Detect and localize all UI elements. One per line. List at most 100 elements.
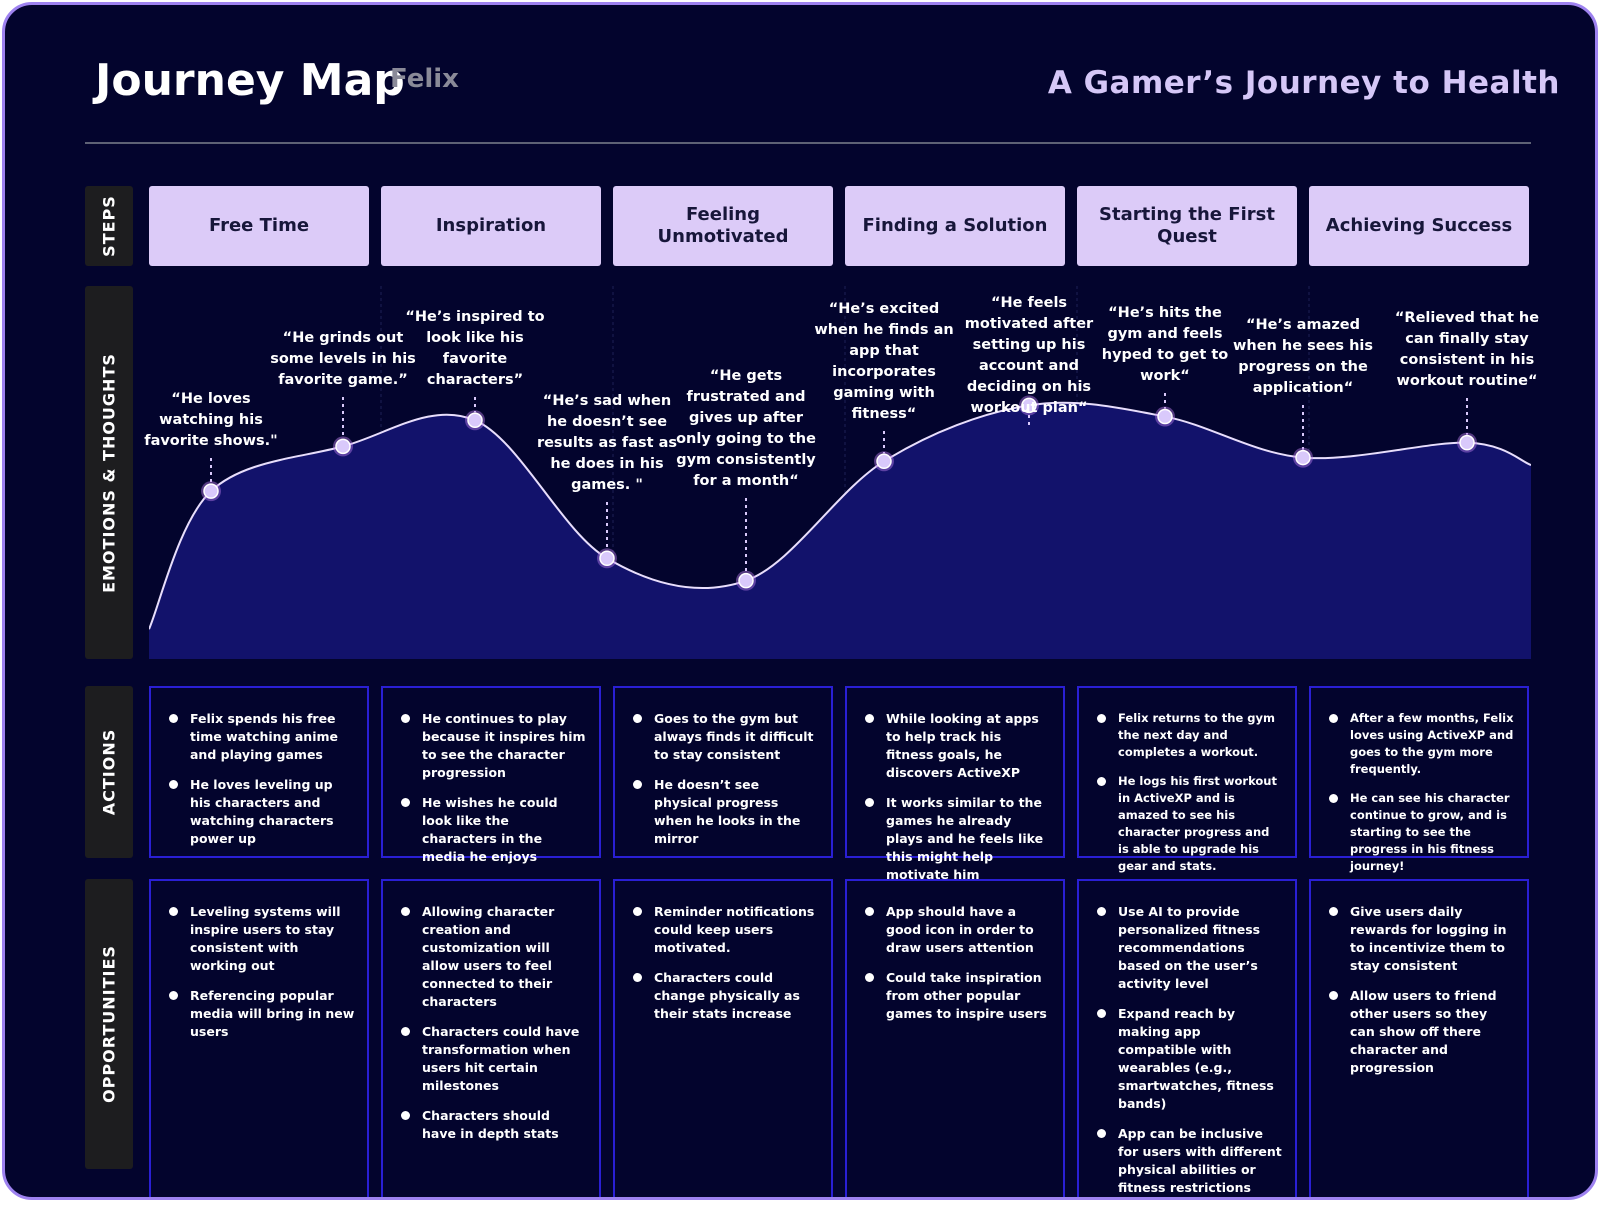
bullet-item: Characters could change physically as th… xyxy=(629,969,819,1023)
bullet-text: Characters could change physically as th… xyxy=(654,970,800,1021)
opportunities-cell-starting-first-quest: Use AI to provide personalized fitness r… xyxy=(1077,879,1297,1197)
bullet-text: Could take inspiration from other popula… xyxy=(886,970,1047,1021)
bullet-item: He continues to play because it inspires… xyxy=(397,710,587,782)
bullet-item: Felix spends his free time watching anim… xyxy=(165,710,355,764)
bullet-text: Goes to the gym but always finds it diff… xyxy=(654,711,814,762)
bullet-text: Allowing character creation and customiz… xyxy=(422,904,555,1009)
step-card-inspiration: Inspiration xyxy=(381,186,601,266)
emotion-quote-9: “He’s amazed when he sees his progress o… xyxy=(1232,317,1374,396)
bullet-text: After a few months, Felix loves using Ac… xyxy=(1350,711,1514,776)
bullet-item: Felix returns to the gym the next day an… xyxy=(1093,710,1283,761)
bullet-item: He loves leveling up his characters and … xyxy=(165,776,355,848)
bullet-text: Allow users to friend other users so the… xyxy=(1350,988,1497,1075)
step-card-feeling-unmotivated: Feeling Unmotivated xyxy=(613,186,833,266)
bullet-item: Characters could have transformation whe… xyxy=(397,1023,587,1095)
bullet-text: Felix spends his free time watching anim… xyxy=(190,711,338,762)
bullet-item: Could take inspiration from other popula… xyxy=(861,969,1051,1023)
opportunities-cell-free-time: Leveling systems will inspire users to s… xyxy=(149,879,369,1197)
bullet-item: App can be inclusive for users with diff… xyxy=(1093,1125,1283,1197)
row-label-steps-text: STEPS xyxy=(99,195,119,257)
emotion-point-4 xyxy=(599,550,615,567)
bullet-item: Give users daily rewards for logging in … xyxy=(1325,903,1515,975)
emotion-point-5 xyxy=(738,572,754,589)
emotion-point-9 xyxy=(1295,449,1311,466)
emotion-area-fill xyxy=(149,402,1531,659)
row-label-opportunities-text: OPPORTUNITIES xyxy=(99,945,119,1103)
bullet-item: After a few months, Felix loves using Ac… xyxy=(1325,710,1515,778)
bullet-text: Characters should have in depth stats xyxy=(422,1108,559,1141)
row-label-emotions-text: EMOTIONS & THOUGHTS xyxy=(99,352,119,593)
actions-cell-achieving-success: After a few months, Felix loves using Ac… xyxy=(1309,686,1529,873)
step-card-free-time: Free Time xyxy=(149,186,369,266)
bullet-text: Referencing popular media will bring in … xyxy=(190,988,355,1039)
bullet-item: Expand reach by making app compatible wi… xyxy=(1093,1005,1283,1113)
emotion-point-10 xyxy=(1459,434,1475,451)
bullet-item: He wishes he could look like the charact… xyxy=(397,794,587,866)
bullet-item: Leveling systems will inspire users to s… xyxy=(165,903,355,975)
actions-cell-finding-a-solution: While looking at apps to help track his … xyxy=(845,686,1065,882)
step-card-starting-first-quest: Starting the First Quest xyxy=(1077,186,1297,266)
bullet-item: Use AI to provide personalized fitness r… xyxy=(1093,903,1283,993)
bullet-text: Use AI to provide personalized fitness r… xyxy=(1118,904,1261,991)
emotion-quote-2: “He grinds out some levels in his favori… xyxy=(270,330,416,388)
row-label-steps: STEPS xyxy=(85,186,133,266)
opportunities-cell-inspiration: Allowing character creation and customiz… xyxy=(381,879,601,1197)
bullet-item: Reminder notifications could keep users … xyxy=(629,903,819,957)
header-divider xyxy=(85,142,1531,144)
emotion-point-8 xyxy=(1157,408,1173,425)
persona-name: Felix xyxy=(390,64,459,94)
bullet-item: While looking at apps to help track his … xyxy=(861,710,1051,782)
emotion-point-1 xyxy=(203,483,219,499)
bullet-text: App should have a good icon in order to … xyxy=(886,904,1034,955)
bullet-item: He logs his first workout in ActiveXP an… xyxy=(1093,773,1283,875)
bullet-text: Give users daily rewards for logging in … xyxy=(1350,904,1507,973)
bullet-text: He continues to play because it inspires… xyxy=(422,711,586,780)
emotion-quote-10: “Relieved that he can finally stay consi… xyxy=(1394,310,1540,389)
bullet-text: It works similar to the games he already… xyxy=(886,795,1044,882)
bullet-item: Allow users to friend other users so the… xyxy=(1325,987,1515,1077)
emotion-point-3 xyxy=(467,412,483,429)
bullet-item: He doesn’t see physical progress when he… xyxy=(629,776,819,848)
row-label-actions-text: ACTIONS xyxy=(99,728,119,816)
step-card-finding-a-solution: Finding a Solution xyxy=(845,186,1065,266)
emotion-quote-3: “He’s inspired to look like his favorite… xyxy=(405,309,545,388)
emotion-point-7 xyxy=(1021,397,1037,414)
step-card-achieving-success: Achieving Success xyxy=(1309,186,1529,266)
bullet-text: Expand reach by making app compatible wi… xyxy=(1118,1006,1274,1111)
emotion-quote-4: “He’s sad when he doesn’t see results as… xyxy=(536,393,678,493)
actions-cell-feeling-unmotivated: Goes to the gym but always finds it diff… xyxy=(613,686,833,858)
opportunities-cell-feeling-unmotivated: Reminder notifications could keep users … xyxy=(613,879,833,1197)
bullet-item: Characters should have in depth stats xyxy=(397,1107,587,1143)
bullet-item: App should have a good icon in order to … xyxy=(861,903,1051,957)
bullet-text: He doesn’t see physical progress when he… xyxy=(654,777,801,846)
row-label-emotions: EMOTIONS & THOUGHTS xyxy=(85,286,133,659)
emotion-point-6 xyxy=(876,453,892,470)
opportunities-cell-achieving-success: Give users daily rewards for logging in … xyxy=(1309,879,1529,1197)
bullet-text: He loves leveling up his characters and … xyxy=(190,777,334,846)
bullet-item: Allowing character creation and customiz… xyxy=(397,903,587,1011)
emotion-curve-svg xyxy=(149,286,1531,659)
bullet-text: He wishes he could look like the charact… xyxy=(422,795,558,864)
bullet-text: Characters could have transformation whe… xyxy=(422,1024,580,1093)
actions-cell-starting-first-quest: Felix returns to the gym the next day an… xyxy=(1077,686,1297,873)
actions-cell-free-time: Felix spends his free time watching anim… xyxy=(149,686,369,858)
page-title: Journey Map xyxy=(95,55,405,106)
bullet-text: Leveling systems will inspire users to s… xyxy=(190,904,341,973)
emotion-quote-1: “He loves watching his favorite shows." xyxy=(144,391,278,449)
bullet-item: It works similar to the games he already… xyxy=(861,794,1051,884)
journey-title: A Gamer’s Journey to Health xyxy=(1047,65,1560,101)
opportunities-cell-finding-a-solution: App should have a good icon in order to … xyxy=(845,879,1065,1197)
bullet-text: Reminder notifications could keep users … xyxy=(654,904,815,955)
emotion-quote-5: “He gets frustrated and gives up after o… xyxy=(676,368,816,489)
bullet-text: He logs his first workout in ActiveXP an… xyxy=(1118,774,1277,873)
bullet-item: Referencing popular media will bring in … xyxy=(165,987,355,1041)
emotion-quote-6: “He’s excited when he finds an app that … xyxy=(814,301,954,422)
bullet-item: He can see his character continue to gro… xyxy=(1325,790,1515,875)
emotion-chart: “He loves watching his favorite shows." … xyxy=(144,286,1539,659)
emotion-quote-8: “He’s hits the gym and feels hyped to ge… xyxy=(1101,305,1229,384)
emotion-point-2 xyxy=(335,438,351,455)
row-label-actions: ACTIONS xyxy=(85,686,133,858)
bullet-text: While looking at apps to help track his … xyxy=(886,711,1039,780)
emotion-quote-7: “He feels motivated after setting up his… xyxy=(964,295,1094,416)
